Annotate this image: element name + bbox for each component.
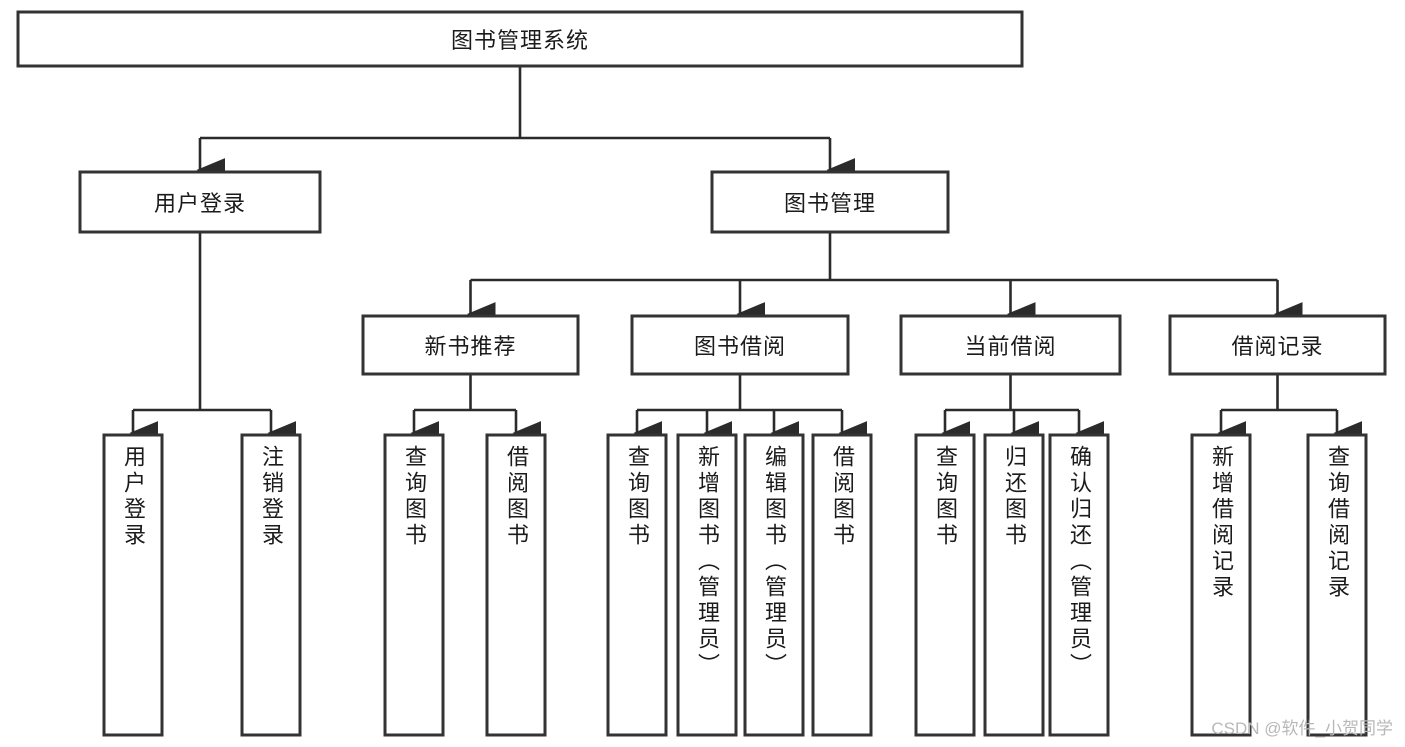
node-leaf-user-logout[interactable]: [240, 433, 302, 737]
node-leaf-add-book[interactable]: [676, 433, 738, 737]
node-root[interactable]: [16, 10, 1024, 68]
node-leaf-query-record[interactable]: [1306, 433, 1368, 737]
node-leaf-borrow-book-2[interactable]: [811, 433, 873, 737]
node-leaf-query-book-1[interactable]: [383, 433, 445, 737]
node-book-manage[interactable]: [710, 170, 950, 234]
node-user-login[interactable]: [78, 170, 322, 234]
node-leaf-edit-book[interactable]: [743, 433, 805, 737]
node-leaf-query-book-3[interactable]: [914, 433, 976, 737]
nodes-layer: [16, 10, 1387, 737]
node-leaf-query-book-2[interactable]: [606, 433, 668, 737]
node-borrow-record[interactable]: [1168, 314, 1387, 376]
node-new-book-rec[interactable]: [361, 314, 580, 376]
node-leaf-add-record[interactable]: [1190, 433, 1252, 737]
node-current-borrow[interactable]: [899, 314, 1122, 376]
node-leaf-confirm-return[interactable]: [1048, 433, 1110, 737]
node-leaf-user-login[interactable]: [102, 433, 164, 737]
node-leaf-borrow-book-1[interactable]: [485, 433, 547, 737]
edges-layer: [129, 66, 1363, 445]
node-book-borrow[interactable]: [630, 314, 850, 376]
node-leaf-return-book[interactable]: [983, 433, 1045, 737]
